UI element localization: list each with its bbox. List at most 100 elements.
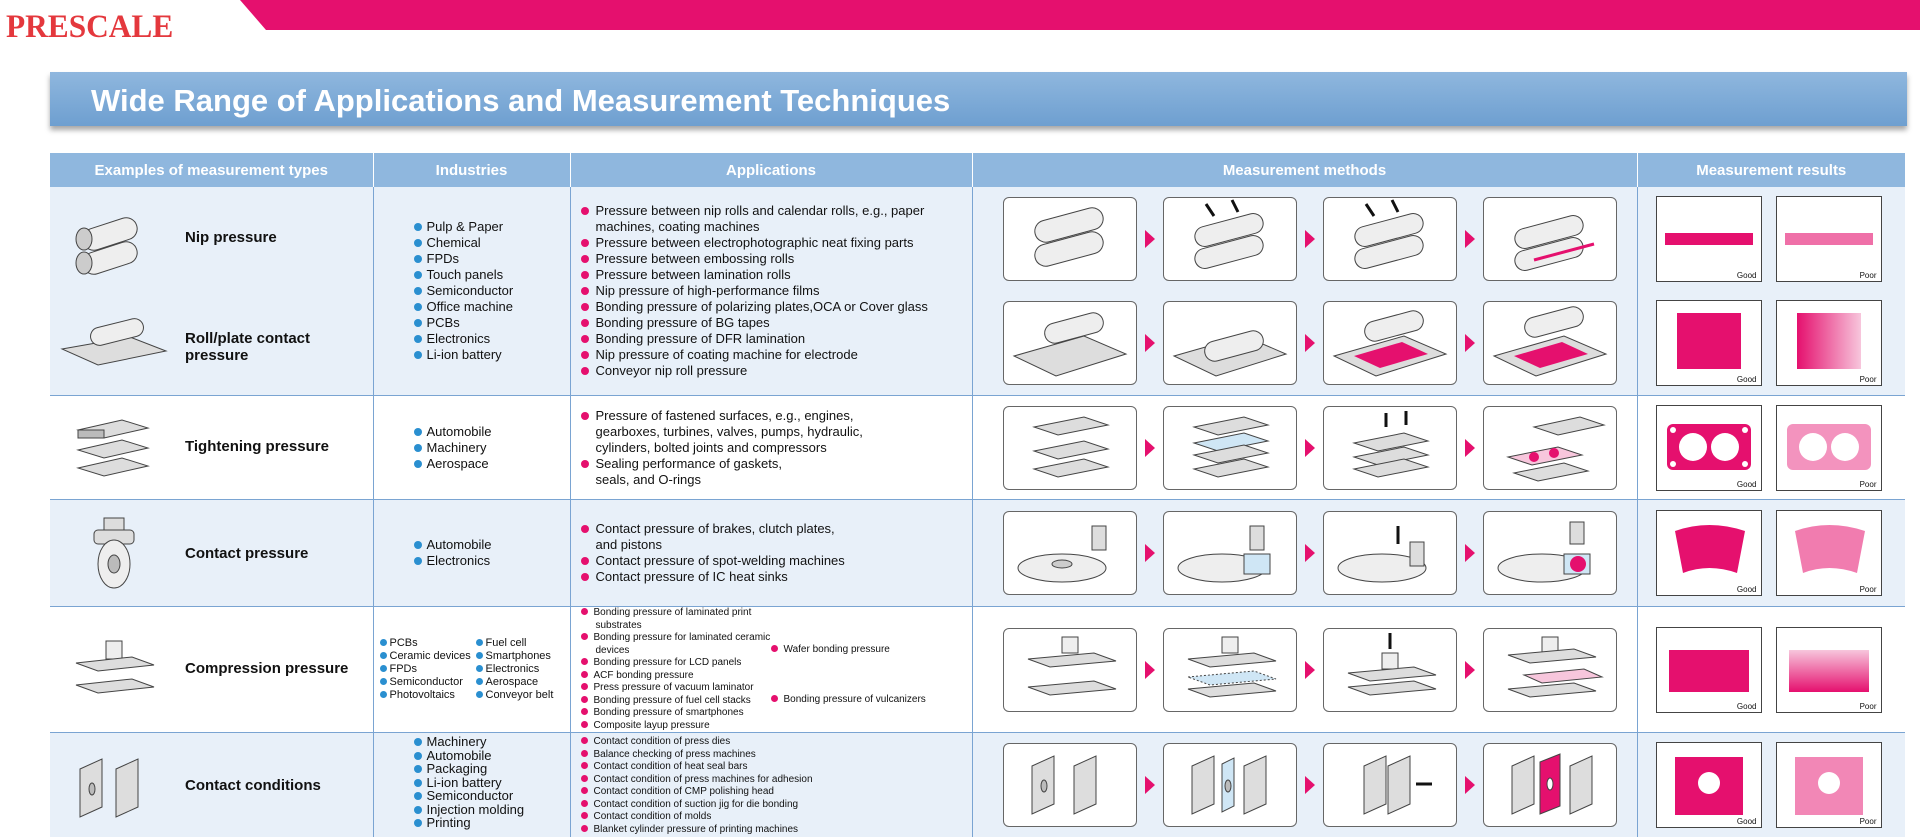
list-item: Injection molding [414, 803, 570, 817]
applications-list: Pressure between nip rolls and calendar … [571, 203, 972, 379]
result-good: Good [1656, 627, 1762, 713]
list-item: Electronics [476, 663, 554, 676]
method-sequence [973, 406, 1637, 490]
results-cell: Good Poor [1637, 607, 1905, 733]
type-cell: Compression pressure [50, 607, 373, 733]
list-item: Pressure between embossing rolls [581, 251, 972, 267]
arrow-icon [1305, 661, 1315, 679]
list-item: Pressure of fastened surfaces, e.g., eng… [581, 408, 881, 456]
result-pair: Good Poor [1638, 405, 1906, 491]
method-step [1483, 301, 1617, 385]
applications-table: Examples of measurement types Industries… [50, 153, 1905, 837]
method-sequence [973, 628, 1637, 712]
result-poor: Poor [1776, 742, 1882, 828]
list-item: Bonding pressure for laminated ceramic d… [581, 632, 771, 657]
list-item: Chemical [414, 235, 570, 251]
industries-cell: Automobile Machinery Aerospace [373, 396, 570, 500]
applications-cell: Pressure between nip rolls and calendar … [570, 187, 972, 396]
list-item: Fuel cell [476, 637, 554, 650]
list-item: Bonding pressure of DFR lamination [581, 331, 972, 347]
list-item: Conveyor nip roll pressure [581, 363, 972, 379]
methods-cell [972, 733, 1637, 837]
list-item: Wafer bonding pressure [771, 644, 926, 657]
methods-cell [972, 500, 1637, 607]
list-item: Pulp & Paper [414, 219, 570, 235]
type-name-contact: Contact pressure [185, 545, 308, 562]
top-magenta-bar [0, 0, 1920, 30]
col-header-applications: Applications [570, 153, 972, 187]
arrow-icon [1145, 334, 1155, 352]
list-item: Contact pressure of IC heat sinks [581, 569, 851, 585]
result-poor: Poor [1776, 627, 1882, 713]
list-item: Automobile [414, 537, 570, 553]
nip-rolls-illustration [68, 217, 148, 279]
applications-list: Contact pressure of brakes, clutch plate… [571, 521, 851, 585]
list-item: Machinery [414, 735, 570, 749]
applications-cell: Contact condition of press dies Balance … [570, 733, 972, 837]
list-item: Nip pressure of coating machine for elec… [581, 347, 972, 363]
methods-cell [972, 396, 1637, 500]
method-step [1483, 743, 1617, 827]
list-item: Press pressure of vacuum laminator [581, 682, 771, 695]
list-item: Contact pressure of brakes, clutch plate… [581, 521, 851, 553]
list-item: Contact condition of press machines for … [581, 774, 972, 787]
list-item: Bonding pressure of fuel cell stacks [581, 695, 771, 708]
list-item: Li-ion battery [414, 347, 570, 363]
col-header-methods: Measurement methods [972, 153, 1637, 187]
method-step [1003, 406, 1137, 490]
method-sequence [973, 511, 1637, 595]
result-good: Good [1656, 405, 1762, 491]
arrow-icon [1145, 661, 1155, 679]
list-item: Ceramic devices [380, 650, 476, 663]
result-poor: Poor [1776, 196, 1882, 282]
method-step [1483, 628, 1617, 712]
list-item: Contact condition of heat seal bars [581, 761, 972, 774]
list-item: Balance checking of press machines [581, 749, 972, 762]
method-step [1163, 743, 1297, 827]
table-row-nip: Nip pressure Roll/plate contact pressure… [50, 187, 1905, 396]
arrow-icon [1465, 439, 1475, 457]
table-row-contact: Contact pressure Automobile Electronics … [50, 500, 1905, 607]
list-item: Automobile [414, 749, 570, 763]
list-item: Contact condition of molds [581, 811, 972, 824]
list-item: FPDs [380, 663, 476, 676]
list-item: Contact condition of suction jig for die… [581, 799, 972, 812]
result-pair: Good Poor [1638, 627, 1906, 713]
list-item: Contact pressure of spot-welding machine… [581, 553, 851, 569]
tightening-illustration [72, 416, 152, 482]
method-step [1323, 301, 1457, 385]
arrow-icon [1145, 230, 1155, 248]
method-sequence [973, 743, 1637, 827]
list-item: FPDs [414, 251, 570, 267]
table-row-contact-conditions: Contact conditions Machinery Automobile … [50, 733, 1905, 837]
type-name-roll-plate: Roll/plate contact pressure [185, 330, 373, 364]
industries-cell: Machinery Automobile Packaging Li-ion ba… [373, 733, 570, 837]
col-header-results: Measurement results [1637, 153, 1905, 187]
method-step [1003, 511, 1137, 595]
results-cell: Good Poor [1637, 396, 1905, 500]
arrow-icon [1145, 544, 1155, 562]
method-step [1323, 743, 1457, 827]
arrow-icon [1465, 661, 1475, 679]
list-item: Electronics [414, 553, 570, 569]
col-header-types: Examples of measurement types [50, 153, 373, 187]
list-item: PCBs [380, 637, 476, 650]
list-item: Aerospace [476, 676, 554, 689]
method-step [1323, 511, 1457, 595]
list-item: Automobile [414, 424, 570, 440]
method-sequence [973, 301, 1637, 385]
list-item: Bonding pressure of polarizing plates,OC… [581, 299, 972, 315]
list-item: Conveyor belt [476, 689, 554, 702]
result-good: Good [1656, 510, 1762, 596]
results-cell: Good Poor [1637, 500, 1905, 607]
industries-list: PCBs Ceramic devices FPDs Semiconductor … [374, 637, 476, 702]
applications-cell: Contact pressure of brakes, clutch plate… [570, 500, 972, 607]
list-item: Nip pressure of high-performance films [581, 283, 972, 299]
applications-columns: Bonding pressure of laminated print subs… [571, 607, 972, 732]
applications-cell: Bonding pressure of laminated print subs… [570, 607, 972, 733]
arrow-icon [1465, 776, 1475, 794]
methods-cell [972, 607, 1637, 733]
col-header-industries: Industries [373, 153, 570, 187]
applications-list: Contact condition of press dies Balance … [571, 736, 972, 836]
list-item: Sealing performance of gaskets, seals, a… [581, 456, 806, 488]
